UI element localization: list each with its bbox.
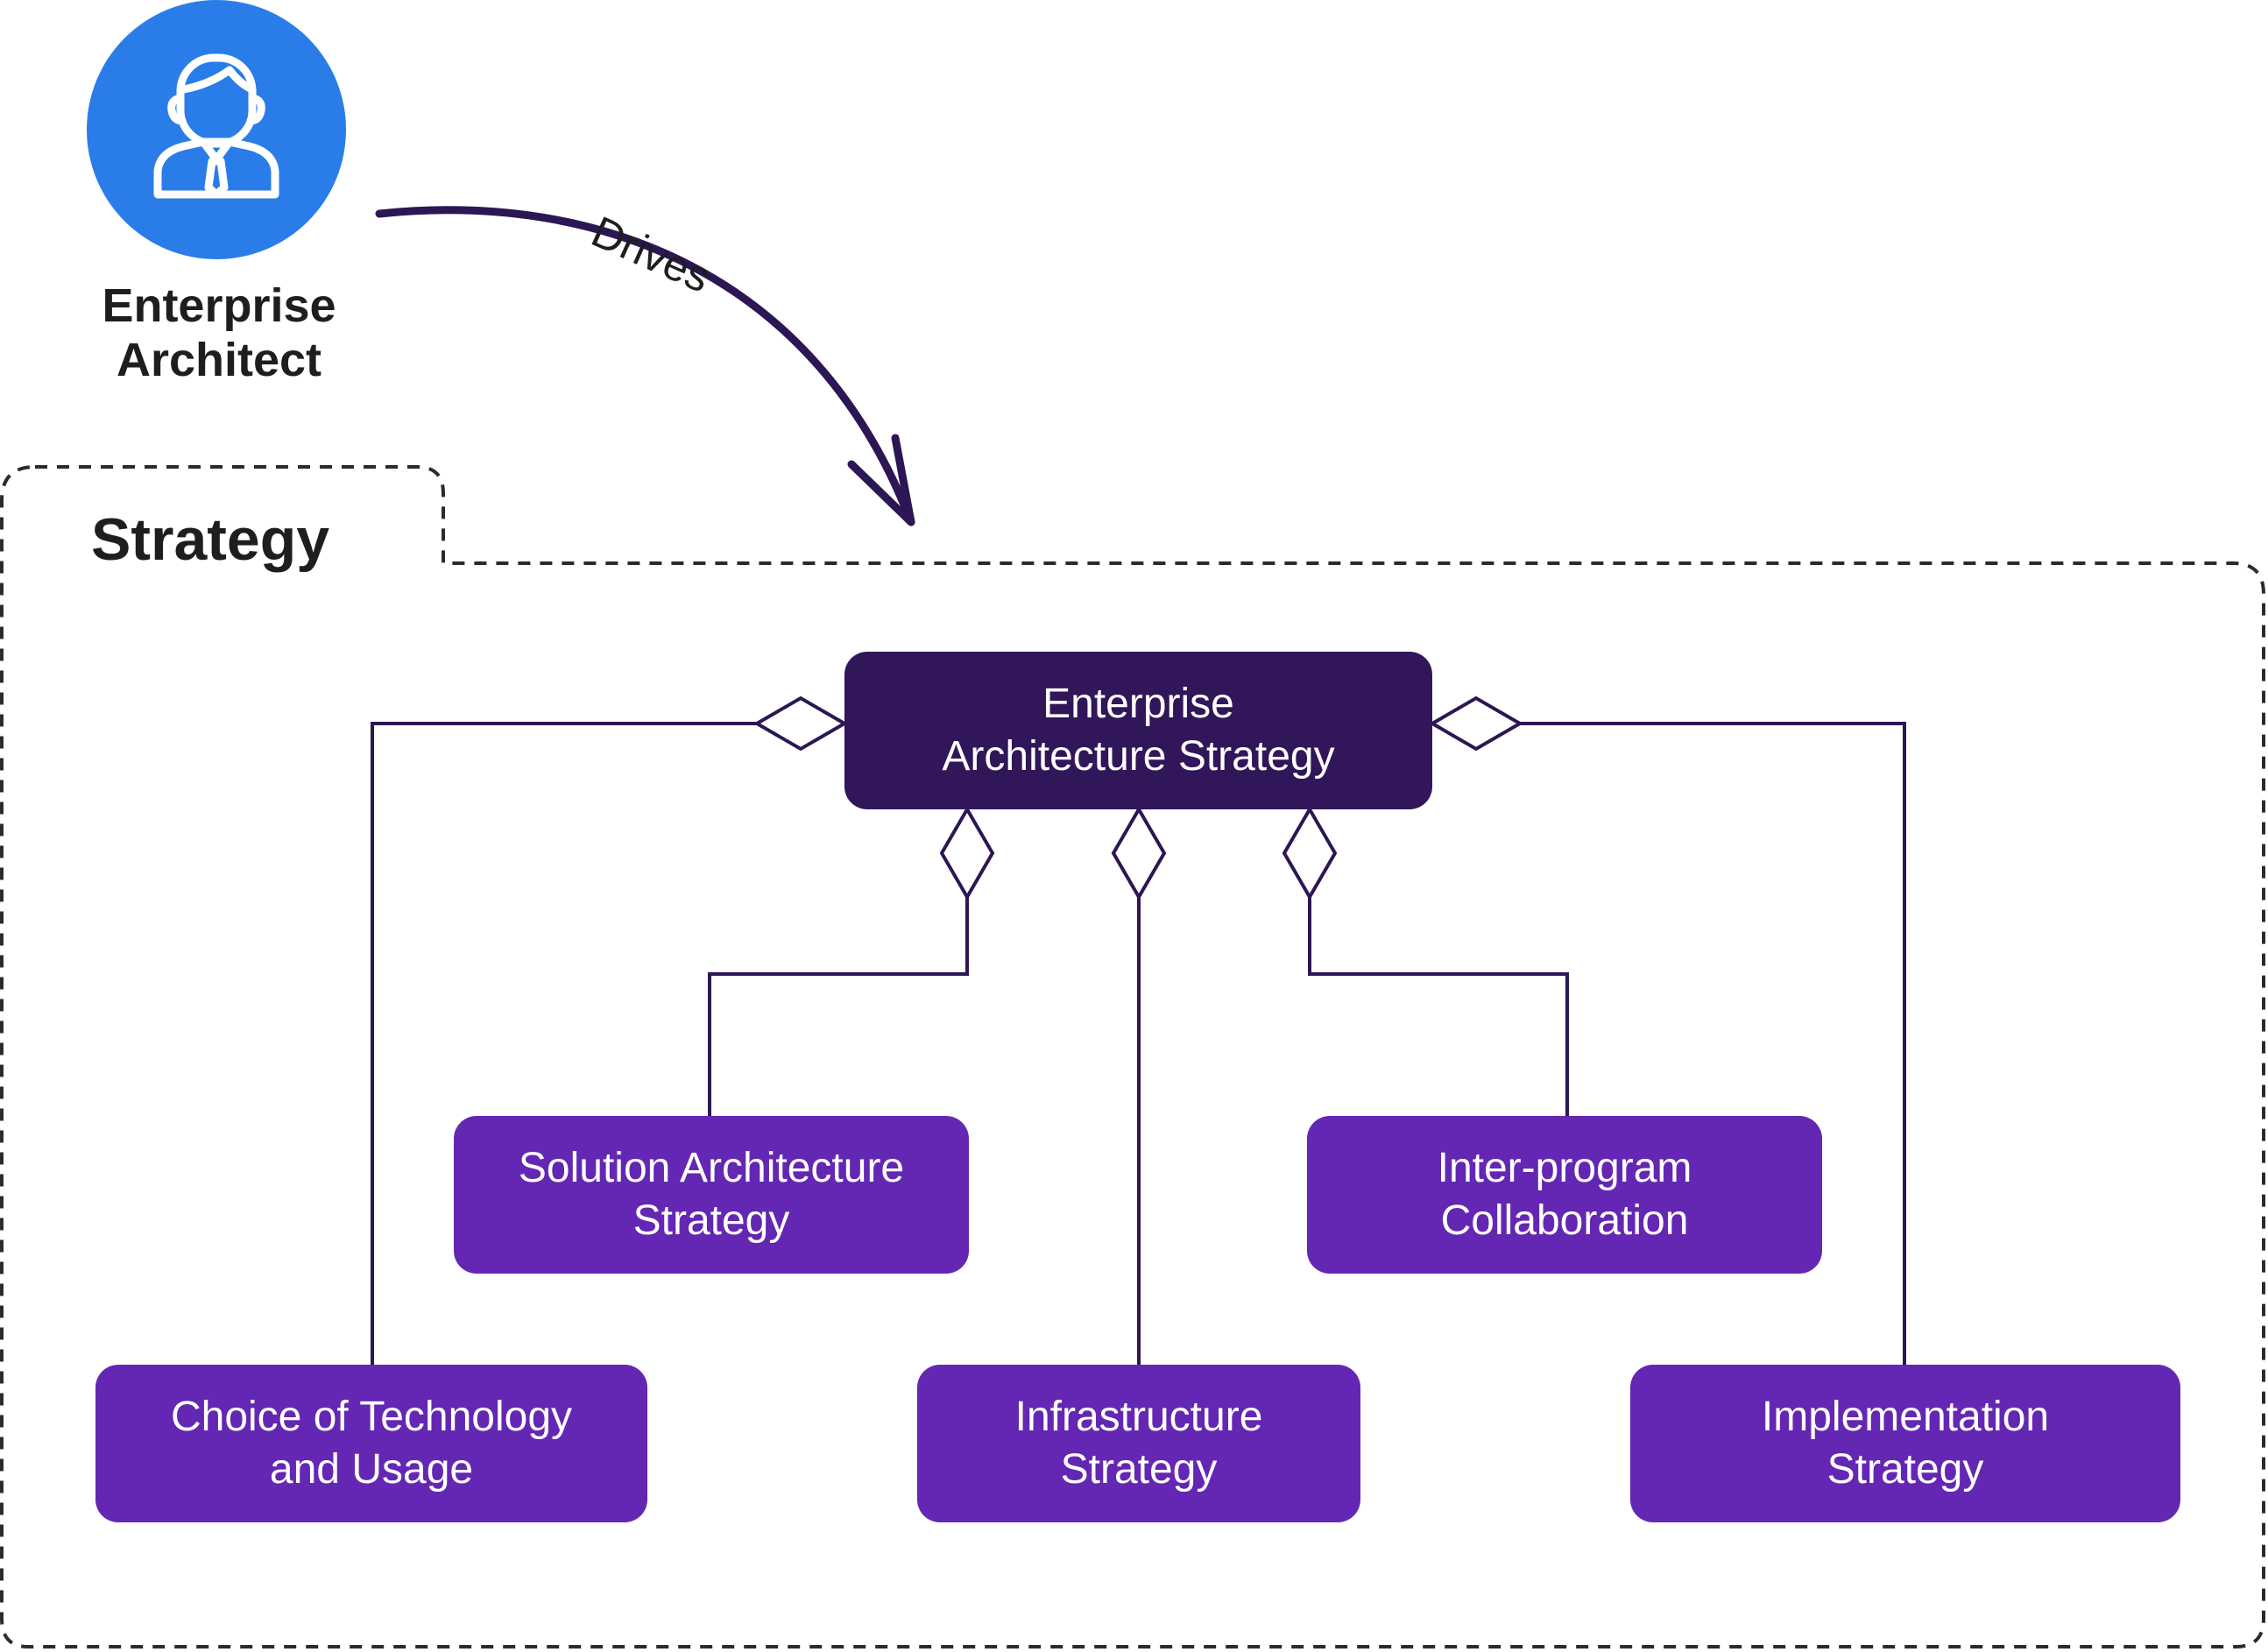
strategy-group-frame (0, 465, 2265, 1648)
connector-implementation (1520, 722, 1906, 1365)
connector-solution (708, 897, 969, 1116)
hollow-diamond-icon (1429, 695, 1523, 752)
enterprise-architecture-strategy-node: Enterprise Architecture Strategy (844, 652, 1432, 809)
hollow-diamond-icon (1282, 806, 1338, 900)
implementation-strategy-node: Implementation Strategy (1630, 1365, 2180, 1522)
actor-circle (87, 0, 346, 259)
node-label-line1: Implementation (1761, 1394, 2050, 1440)
connector-choice (371, 722, 757, 1365)
hollow-diamond-icon (939, 806, 995, 900)
drives-arrow-line (375, 206, 915, 526)
infrastructure-strategy-node: Infrastructure Strategy (917, 1365, 1360, 1522)
actor-label-line1: Enterprise (102, 279, 336, 332)
node-label-line2: Strategy (1826, 1446, 1984, 1493)
aggregation-connectors (371, 722, 1906, 1365)
inter-program-collaboration-node: Inter-program Collaboration (1307, 1116, 1822, 1274)
person-icon (153, 53, 279, 199)
node-label-line2: and Usage (269, 1446, 474, 1493)
actor-label: Enterprise Architect (53, 279, 385, 387)
node-label-line1: Solution Architecture (518, 1145, 905, 1191)
actor-label-line2: Architect (116, 334, 322, 386)
node-label-line1: Infrastructure (1014, 1394, 1263, 1440)
choice-of-technology-node: Choice of Technology and Usage (95, 1365, 647, 1522)
drives-arrow-head-icon (847, 434, 915, 526)
aggregation-markers (753, 695, 1523, 900)
node-label-line1: Inter-program (1437, 1145, 1692, 1191)
solution-architecture-strategy-node: Solution Architecture Strategy (454, 1116, 969, 1274)
strategy-group-title: Strategy (91, 506, 330, 573)
node-label-line1: Enterprise (1042, 681, 1234, 727)
node-label-line1: Choice of Technology (170, 1394, 573, 1440)
hollow-diamond-icon (1111, 806, 1167, 900)
node-label-line2: Collaboration (1440, 1197, 1689, 1244)
node-label-line2: Strategy (632, 1197, 790, 1244)
connector-inter-program (1308, 897, 1569, 1116)
node-label-line2: Strategy (1060, 1446, 1218, 1493)
hollow-diamond-icon (753, 695, 848, 752)
node-label-line2: Architecture Strategy (942, 733, 1335, 780)
